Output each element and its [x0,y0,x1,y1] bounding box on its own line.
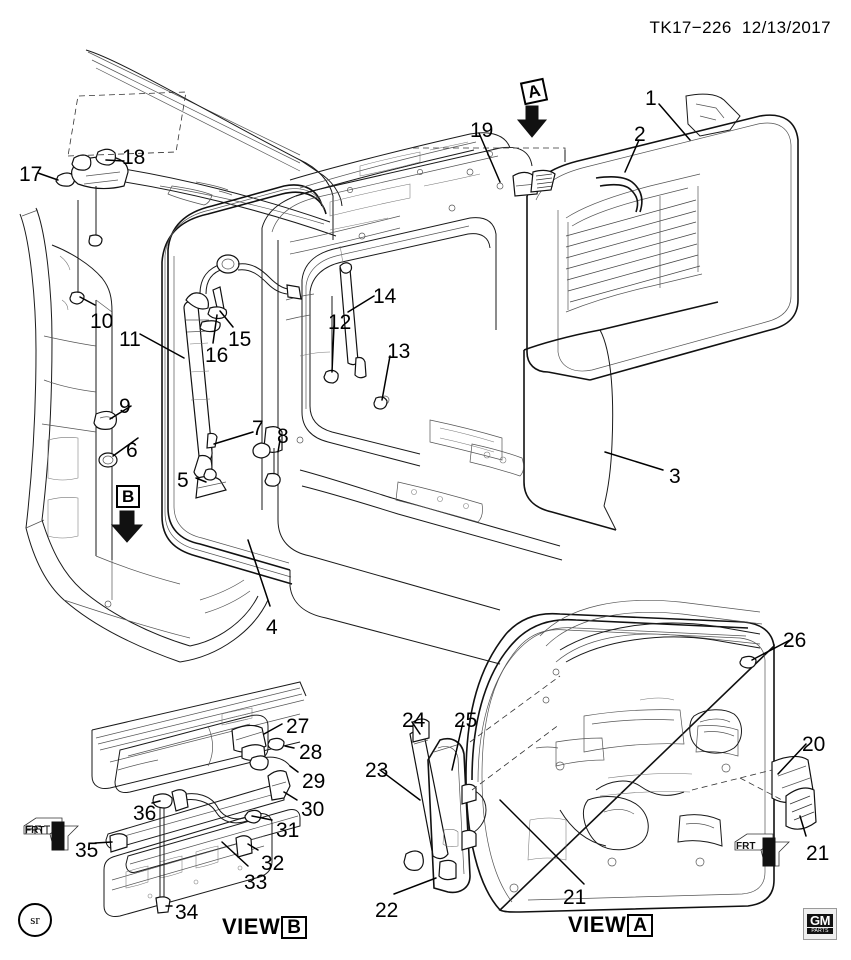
view-label-b-letter: B [281,915,308,939]
liftgate-header-reinforcement [290,133,510,196]
callout-2: 2 [634,123,646,146]
callout-9: 9 [119,395,131,418]
frt-marker-left: FRT [22,812,80,854]
callout-17: 17 [19,163,43,186]
callout-27: 27 [286,715,310,738]
section-arrow-a-icon [516,105,548,138]
callout-22: 22 [375,899,399,922]
callout-34: 34 [175,901,199,924]
callout-19: 19 [470,119,494,142]
callout-30: 30 [301,798,325,821]
callout-8: 8 [277,425,289,448]
body-roof-structure [20,50,342,662]
callout-12: 12 [328,311,352,334]
section-arrow-b-icon [110,510,144,543]
callout-15: 15 [228,328,252,351]
frt-arrow-icon-right: FRT [734,833,790,867]
view-label-b-prefix: VIEW [222,914,281,939]
callout-33: 33 [244,871,268,894]
callout-11: 11 [119,328,141,351]
callout-16: 16 [205,344,229,367]
callout-10: 10 [90,310,114,333]
frt-label-left: FRT [25,825,44,836]
callout-6: 6 [126,439,138,462]
callout-31: 31 [276,819,300,842]
callout-4: 4 [266,616,278,639]
view-label-a: VIEW A [568,912,654,938]
sr-stamp-text: sr [30,912,40,927]
view-label-b: VIEW B [222,914,308,940]
frt-label-right: FRT [736,841,755,852]
sr-stamp: sr [18,903,52,937]
callout-23: 23 [365,759,389,782]
callout-32: 32 [261,852,285,875]
callout-18: 18 [122,146,146,169]
callout-5: 5 [177,469,189,492]
callout-3: 3 [669,465,681,488]
callout-35: 35 [75,839,99,862]
frt-marker-right: FRT [733,828,791,870]
callout-20: 20 [802,733,826,756]
frt-arrow-icon: FRT [23,817,79,851]
callout-7: 7 [252,417,264,440]
view-a-artwork [380,600,816,912]
callout-21-right: 21 [806,842,830,865]
callout-21-center: 21 [563,886,587,909]
callout-25: 25 [454,709,478,732]
callout-28: 28 [299,741,323,764]
view-label-a-prefix: VIEW [568,912,627,937]
view-b-artwork [92,682,306,917]
callout-13: 13 [387,340,411,363]
section-marker-a: A [512,77,558,142]
gm-logo-subtext: PARTS [807,928,833,934]
section-marker-b-letter: B [116,485,141,508]
liftgate-outer-panel-window [290,94,798,664]
callout-24: 24 [402,709,426,732]
drawing-header: TK17−226 12/13/2017 [649,18,831,37]
callout-36: 36 [133,802,157,825]
callout-29: 29 [302,770,326,793]
gm-logo: GM PARTS [803,908,837,940]
callout-26: 26 [783,629,807,652]
leader-lines-main [38,104,690,606]
callout-14: 14 [373,285,397,308]
callout-1: 1 [645,87,657,110]
liftgate-weatherstrip-4 [162,185,326,584]
gm-logo-mark: GM [807,914,833,927]
liftgate-hardware-group [56,92,565,498]
section-marker-b: B [108,485,154,547]
view-label-a-letter: A [627,913,654,937]
